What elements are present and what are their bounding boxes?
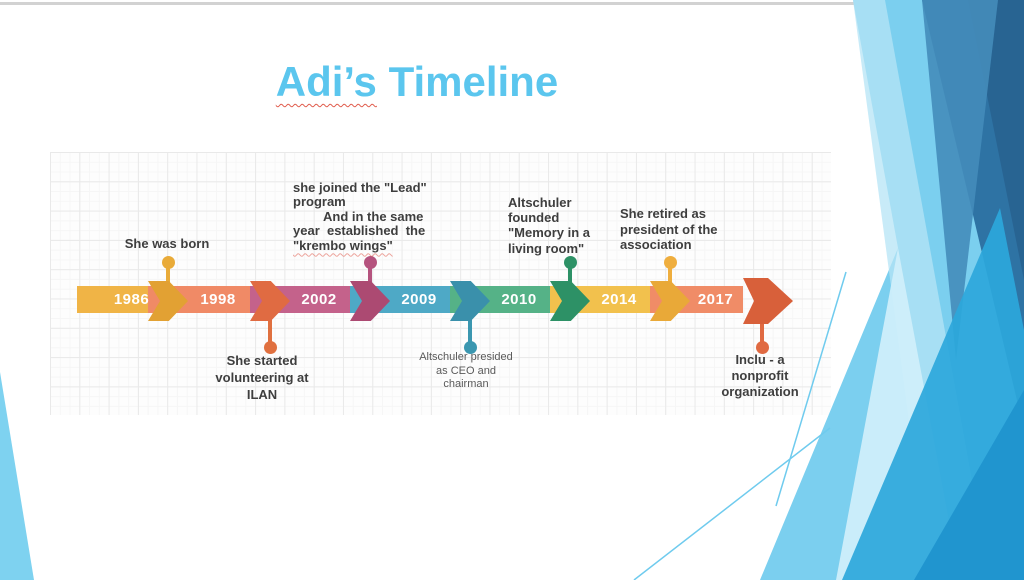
pin-stem-icon [468,316,472,344]
title-word-adis: Adi’s [275,58,377,105]
timeline-label: She started volunteering at ILAN [215,352,308,403]
timeline-label-line: She retired as [620,206,706,221]
timeline-label-line: Altschuler [508,195,572,210]
slide-title: Adi’s Timeline [0,58,834,106]
pin-dot-icon [563,256,577,269]
facet-dark [922,0,1024,430]
timeline-label-line: She was born [124,236,210,251]
timeline-label-line: nonprofit [731,368,789,383]
facet-medium-wedge [922,0,998,360]
accent-line-2 [633,427,831,580]
timeline-label-line: Inclu - a [735,352,785,367]
timeline-label-line: she joined the "Lead" [293,180,427,195]
pin-stem-icon [166,265,170,287]
left-sliver-triangle [0,372,34,580]
facet-bright [842,208,1024,580]
timeline-label-line: founded [508,210,560,226]
timeline-label-line: "krembo wings" [293,237,393,253]
timeline-label-line: volunteering at [215,370,309,385]
timeline-label-line: living room" [508,240,585,256]
pin-stem-icon [268,316,272,344]
pin-dot-icon [263,341,277,354]
timeline-label-line: program [293,194,346,210]
timeline-label: She was born [125,236,210,251]
timeline-arrowhead [743,278,793,324]
timeline-label-line: year established the [293,223,426,239]
pin-dot-icon [463,341,477,354]
facet-pale-band [853,0,990,580]
pin-dot-icon [363,256,377,269]
timeline-label-line: She started [226,353,298,368]
facet-pale-triangle [836,248,960,580]
pin-stem-icon [568,265,572,287]
facet-darker [968,0,1024,280]
timeline-label-line: chairman [443,378,489,390]
timeline-label-line: president of the [620,221,718,237]
pin-stem-icon [668,265,672,287]
top-rule [0,2,1024,5]
timeline-label-line: association [620,237,692,252]
timeline-label-line: organization [721,384,799,399]
timeline-label-line: And in the same [323,208,424,224]
timeline-label-line: as CEO and [436,364,496,377]
facet-deep [914,390,1024,580]
timeline-label-line: ILAN [246,387,278,402]
timeline-bar [77,286,148,313]
timeline-label-line: Altschuler presided [419,351,513,363]
page-title: Adi’s Timeline [0,58,834,106]
title-word-timeline: Timeline [376,58,559,105]
pin-stem-icon [368,265,372,287]
timeline-label-line: "Memory in a [508,225,591,241]
pin-dot-icon [161,256,175,269]
pin-dot-icon [663,256,677,269]
